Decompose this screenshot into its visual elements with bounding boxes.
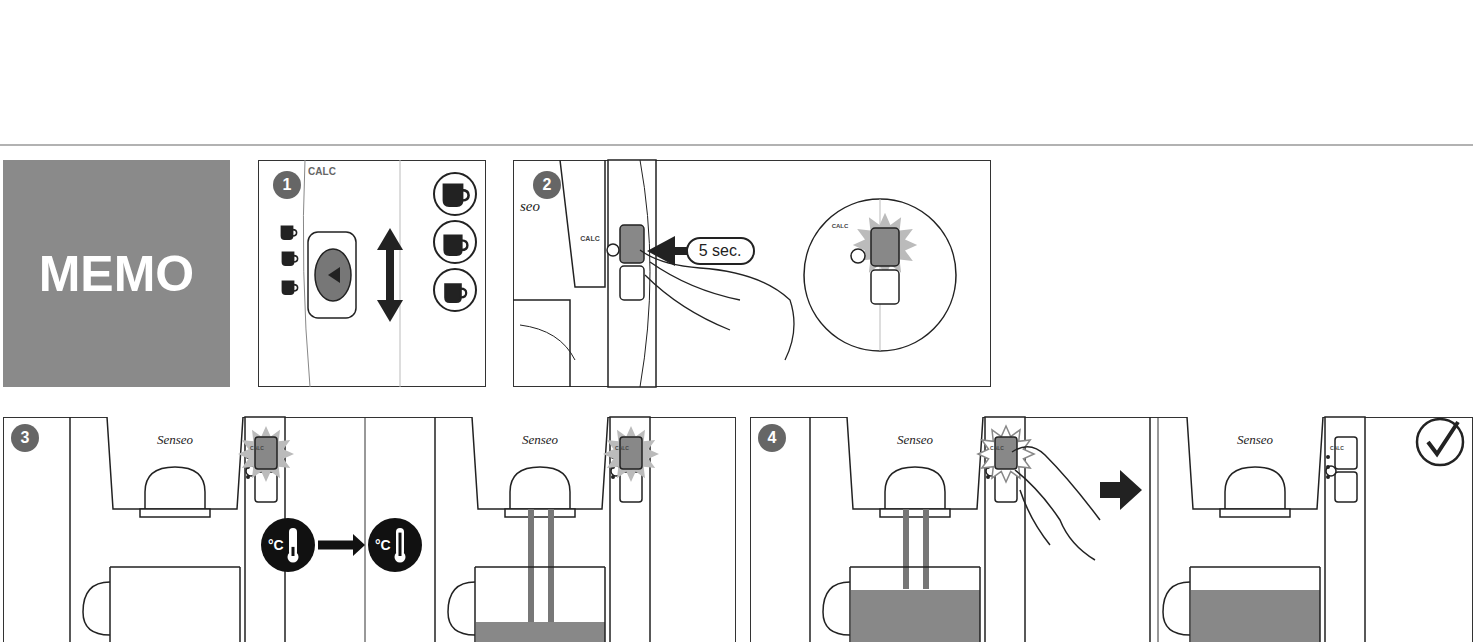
brand-logo: seo [520, 198, 540, 215]
indicator-label: CALC [832, 223, 849, 229]
thermometer-symbol [393, 527, 407, 563]
indicator-label: CALC [1330, 445, 1344, 451]
indicator-label: CALC [990, 445, 1004, 451]
temperature-icon: °C [368, 518, 422, 572]
step-number-text: 2 [543, 176, 552, 194]
brand-logo: Senseo [1237, 432, 1273, 448]
flow-arrow [318, 534, 365, 556]
indicator-label: CALC [250, 445, 264, 451]
time-badge-text: 5 sec. [699, 242, 742, 260]
memo-box: MEMO [3, 160, 230, 387]
indicator-label: CALC [308, 166, 336, 177]
brand-logo: Senseo [897, 432, 933, 448]
step-number-text: 3 [21, 429, 30, 447]
temperature-icon: °C [261, 518, 315, 572]
step-number-text: 1 [283, 176, 292, 194]
step-number: 4 [758, 424, 786, 452]
brand-logo: Senseo [157, 432, 193, 448]
step-number: 1 [273, 171, 301, 199]
time-badge: 5 sec. [686, 237, 755, 265]
step-number-text: 4 [768, 429, 777, 447]
temperature-icon-text: °C [268, 537, 284, 553]
step-number: 3 [11, 424, 39, 452]
thermometer-symbol [286, 527, 300, 563]
indicator-label: CALC [615, 445, 629, 451]
memo-box-text: MEMO [39, 245, 195, 303]
brand-logo: Senseo [522, 432, 558, 448]
step-number: 2 [533, 171, 561, 199]
temperature-icon-text: °C [375, 537, 391, 553]
indicator-label: CALC [580, 235, 599, 242]
